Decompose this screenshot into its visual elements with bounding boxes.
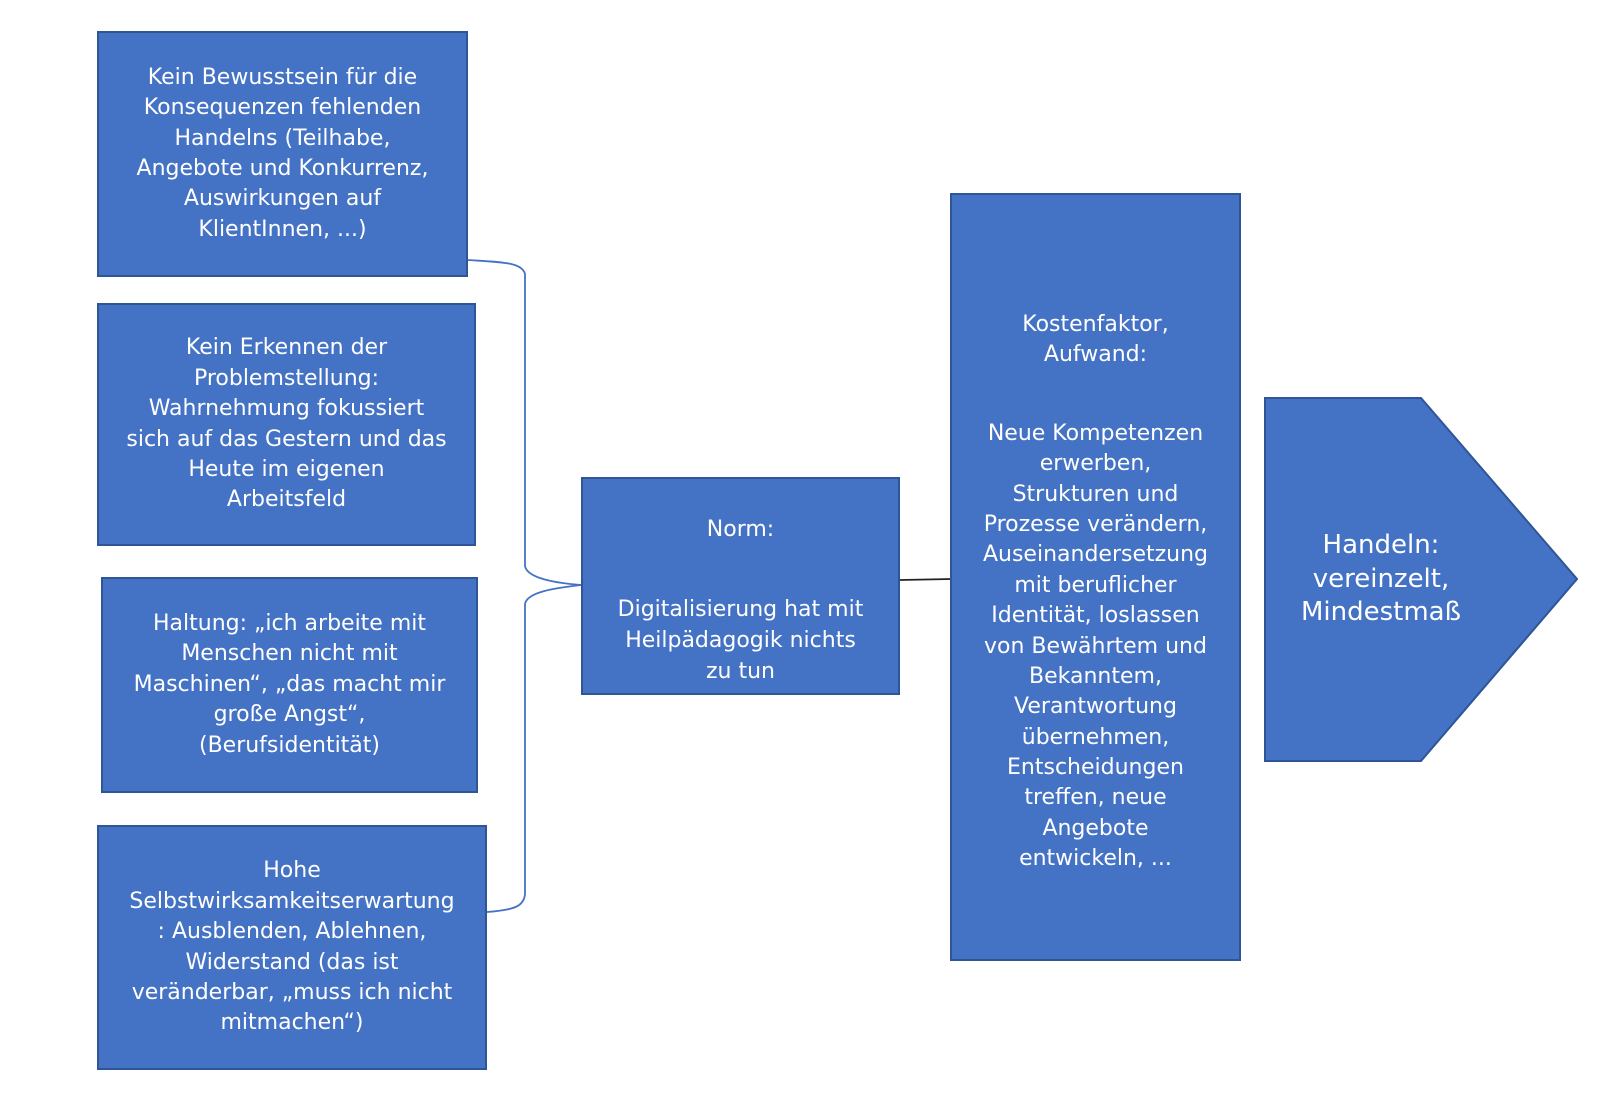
norm-box: Norm: Digitalisierung hat mit Heilpädago… (581, 477, 900, 695)
action-text: Handeln: vereinzelt, Mindestmaß (1300, 529, 1461, 628)
cause-text-attitude: Haltung: „ich arbeite mit Menschen nicht… (133, 611, 446, 758)
cause-box-self-efficacy: Hohe Selbstwirksamkeitserwartung : Ausbl… (97, 825, 487, 1070)
cost-content: Kostenfaktor, Aufwand: Neue Kompetenzen … (983, 280, 1208, 875)
norm-text: Digitalisierung hat mit Heilpädagogik ni… (617, 597, 864, 684)
action-arrow: Handeln: vereinzelt, Mindestmaß (1264, 397, 1578, 762)
cause-box-recognition: Kein Erkennen der Problemstellung: Wahrn… (97, 303, 476, 546)
cost-text: Neue Kompetenzen erwerben, Strukturen un… (982, 421, 1209, 872)
connector-norm-to-cost (899, 578, 953, 581)
cause-box-awareness: Kein Bewusstsein für die Konsequenzen fe… (97, 31, 468, 277)
cause-text-awareness: Kein Bewusstsein für die Konsequenzen fe… (136, 64, 429, 242)
cause-text-recognition: Kein Erkennen der Problemstellung: Wahrn… (126, 335, 447, 513)
norm-content: Norm: Digitalisierung hat mit Heilpädago… (618, 485, 864, 688)
cause-box-attitude: Haltung: „ich arbeite mit Menschen nicht… (101, 577, 478, 793)
cost-spacer (983, 371, 1208, 389)
action-arrow-shape (1264, 397, 1578, 762)
cost-box: Kostenfaktor, Aufwand: Neue Kompetenzen … (950, 193, 1241, 961)
cost-title: Kostenfaktor, Aufwand: (1022, 311, 1169, 368)
norm-spacer (618, 546, 864, 564)
cause-text-self-efficacy: Hohe Selbstwirksamkeitserwartung : Ausbl… (129, 858, 455, 1036)
bracket-upper (467, 259, 582, 586)
norm-title: Norm: (706, 517, 775, 543)
bracket-lower (486, 584, 582, 913)
